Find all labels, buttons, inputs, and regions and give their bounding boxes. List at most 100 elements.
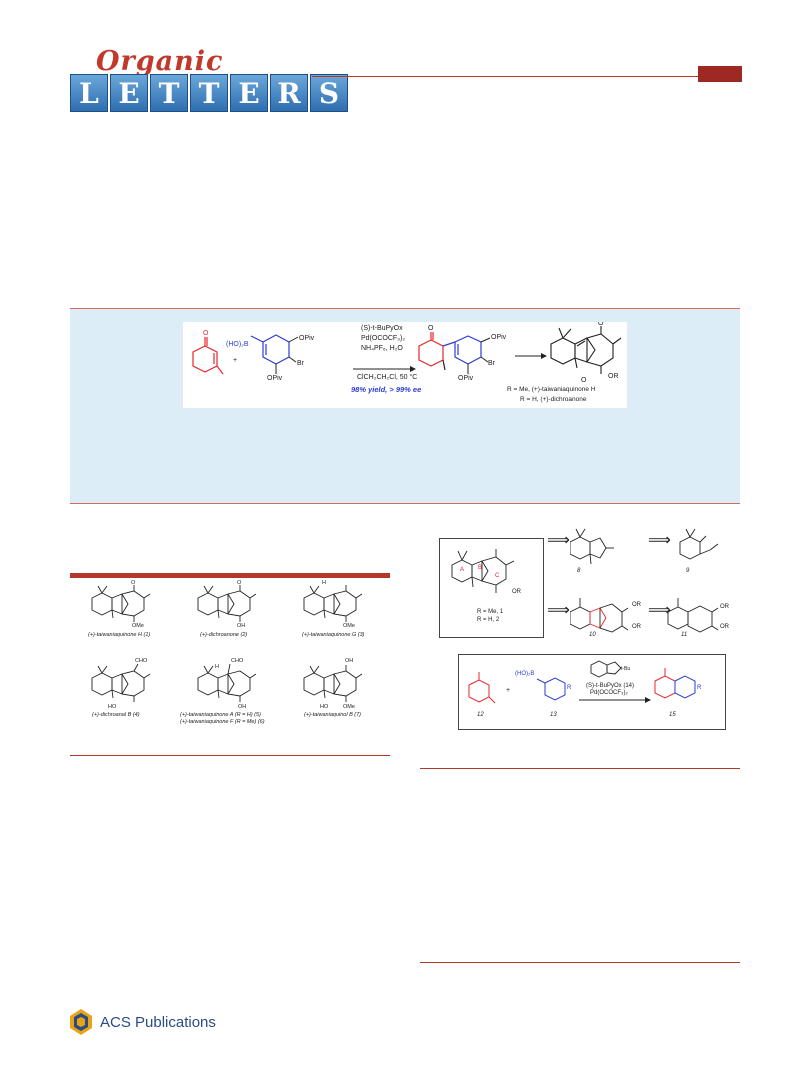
ring-label: A xyxy=(460,567,465,573)
compound-caption: (+)-taiwaniaquinone G (3) xyxy=(302,632,365,638)
compound-number: 13 xyxy=(550,712,557,718)
atom-label: CHO xyxy=(231,658,244,664)
atom-label: O xyxy=(131,580,136,586)
abstract-panel: O O xyxy=(70,308,740,504)
scheme-r-label: R xyxy=(567,685,572,691)
scheme-tbu-label: t-Bu xyxy=(621,666,631,672)
logo-script-word: Organic xyxy=(96,46,224,77)
atom-label: OMe xyxy=(343,623,355,629)
scheme-ligand: (S)-t-BuPyOx (14) xyxy=(586,683,635,689)
scheme-catalyst: Pd(OCOCF₃)₂ xyxy=(590,690,628,696)
compound-number: 9 xyxy=(686,568,690,574)
compound-caption: (+)-taiwaniaquinone H (1) xyxy=(88,632,151,638)
retro-arrow: ⟹ xyxy=(648,532,671,549)
logo-tiles: L E T T E R S xyxy=(70,74,348,112)
right-column-rule xyxy=(420,962,740,963)
ring-label: C xyxy=(495,573,500,579)
compound-caption: (+)-taiwaniaquinol B (7) xyxy=(304,712,362,718)
scheme-plus: + xyxy=(506,687,511,694)
compound-number: 10 xyxy=(589,632,596,638)
target-structure-box: A B C OR R = Me, 1 R = H, 2 xyxy=(439,538,544,638)
svg-text:O: O xyxy=(428,325,434,332)
boronic-aryl-structure xyxy=(250,334,290,365)
header-rule xyxy=(312,76,740,77)
compound-number: 15 xyxy=(669,712,676,718)
right-column-rule xyxy=(420,768,740,769)
svg-text:O: O xyxy=(581,377,587,384)
retro-arrow: ⟹ xyxy=(547,602,570,619)
conjugate-addition-scheme: + (HO)₂B R R t-Bu (S)-t-BuPyOx (14) Pd(O… xyxy=(458,654,726,730)
atom-label: H xyxy=(322,580,326,586)
atom-label: OH xyxy=(345,658,354,664)
compound-caption: (+)-dichroanone (2) xyxy=(200,632,248,638)
toc-plus: + xyxy=(233,357,238,364)
atom-label: O xyxy=(237,580,242,586)
figure1-top-bar xyxy=(70,573,390,578)
toc-structures: O O xyxy=(192,322,622,384)
header-tab xyxy=(698,66,742,82)
tricyclic-product xyxy=(550,326,622,374)
logo-tile: R xyxy=(270,74,308,112)
atom-label: HO xyxy=(320,704,329,710)
logo-tile: L xyxy=(70,74,108,112)
toc-opiv-label: OPiv xyxy=(491,334,507,341)
toc-condition: ClCH₂CH₂Cl, 50 °C xyxy=(357,374,418,381)
compound-number: 8 xyxy=(577,568,581,574)
scheme-structures xyxy=(468,660,696,704)
toc-product-line1: R = Me, (+)-taiwaniaquinone H xyxy=(507,386,596,393)
logo-tile: S xyxy=(310,74,348,112)
atom-label: OR xyxy=(720,604,729,610)
publisher-logo: ACS Publications xyxy=(68,1004,216,1040)
atom-label: CHO xyxy=(135,658,148,664)
toc-product-line2: R = H, (+)-dichroanone xyxy=(520,396,587,403)
toc-boronic-label: (HO)₂B xyxy=(226,341,249,348)
figure1-structures xyxy=(91,585,363,702)
atom-label: OR xyxy=(720,624,729,630)
atom-label: OH xyxy=(238,704,247,710)
retro-arrow: ⟹ xyxy=(547,532,570,549)
scheme-boronic-label: (HO)₂B xyxy=(515,671,535,677)
enone-structure xyxy=(192,337,224,375)
compound-caption: (+)-taiwaniaquinone A (R = H) (5) xyxy=(180,712,261,718)
retro-intermediates xyxy=(570,528,719,633)
target-structure xyxy=(451,549,515,593)
toc-yield: 98% yield, > 99% ee xyxy=(351,385,422,394)
toc-condition: Pd(OCOCF₃)₂ xyxy=(361,335,406,342)
retro-arrow: ⟹ xyxy=(648,602,671,619)
toc-opiv-label: OPiv xyxy=(299,335,315,342)
journal-logo: Organic L E T T E R S xyxy=(70,46,348,112)
atom-label: OMe xyxy=(132,623,144,629)
acs-hexagon-icon xyxy=(70,1009,92,1035)
logo-tile: E xyxy=(110,74,148,112)
target-r-line1: R = Me, 1 xyxy=(477,609,504,615)
toc-br-label: Br xyxy=(297,360,304,367)
toc-condition: (S)-t-BuPyOx xyxy=(361,325,403,332)
atom-label: H xyxy=(215,664,219,670)
toc-or-label: OR xyxy=(608,373,619,380)
toc-opiv-label: OPiv xyxy=(267,375,283,382)
figure1-natural-products: O OMe O OH H OMe CHO HO CHO H OH OH HO O… xyxy=(70,580,390,752)
logo-tile: E xyxy=(230,74,268,112)
target-r-line2: R = H, 2 xyxy=(477,617,500,623)
scheme-r-label: R xyxy=(697,685,702,691)
toc-condition: NH₄PF₆, H₂O xyxy=(361,345,403,352)
compound-number: 12 xyxy=(477,712,484,718)
atom-label: OR xyxy=(632,602,641,608)
toc-br-label: Br xyxy=(488,360,495,367)
svg-text:O: O xyxy=(598,322,604,327)
atom-label: OMe xyxy=(343,704,355,710)
ring-label: B xyxy=(478,565,483,571)
publisher-name: ACS Publications xyxy=(100,1013,216,1031)
logo-tile: T xyxy=(150,74,188,112)
enone-oxygen: O xyxy=(203,330,209,337)
toc-graphic: O O xyxy=(183,322,627,408)
atom-label: OH xyxy=(237,623,246,629)
compound-caption: (+)-taiwaniaquinone F (R = Me) (6) xyxy=(180,719,265,725)
conjugate-addition-product xyxy=(418,332,444,367)
toc-opiv-label: OPiv xyxy=(458,375,474,382)
atom-label: OR xyxy=(632,624,641,630)
compound-caption: (+)-dichroanal B (4) xyxy=(92,712,140,718)
figure1-bottom-rule xyxy=(70,755,390,756)
compound-number: 11 xyxy=(681,632,688,638)
atom-label: HO xyxy=(108,704,117,710)
